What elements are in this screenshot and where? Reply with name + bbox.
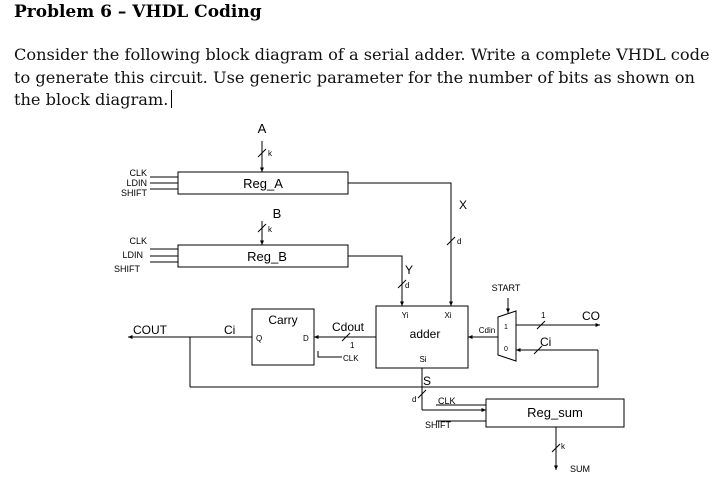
reg-sum-label: Reg_sum xyxy=(527,405,583,420)
carry-d-label: D xyxy=(303,334,309,343)
s-label: S xyxy=(423,374,431,388)
reg-b-ldin-label: LDIN xyxy=(122,250,143,260)
input-a-label: A xyxy=(258,121,267,136)
problem-statement: Consider the following block diagram of … xyxy=(14,44,724,112)
reg-a-ldin-label: LDIN xyxy=(126,178,147,188)
a-width-label: k xyxy=(268,149,273,158)
reg-sum-box xyxy=(485,398,625,428)
reg-a-clk-label: CLK xyxy=(129,168,147,178)
co-width-label: 1 xyxy=(541,311,546,320)
carry-clk-label: CLK xyxy=(343,354,359,363)
b-width-label: k xyxy=(268,225,273,234)
ci-left-label: Ci xyxy=(224,323,235,337)
co-label: CO xyxy=(582,309,600,323)
y-width-label: d xyxy=(405,281,409,290)
reg-sum-clk-label: CLK xyxy=(438,396,456,406)
y-bus-wire xyxy=(348,255,404,306)
s-width-label: d xyxy=(412,395,416,404)
adder-si-label: Si xyxy=(419,355,426,364)
problem-statement-text: Consider the following block diagram of … xyxy=(14,45,710,109)
x-width-label: d xyxy=(457,237,461,246)
y-label: Y xyxy=(405,263,413,277)
start-label: START xyxy=(492,283,521,293)
adder-xi-label: Xi xyxy=(444,311,451,320)
adder-yi-label: Yi xyxy=(402,311,409,320)
reg-b-shift-label: SHIFT xyxy=(114,264,141,274)
cout-label: COUT xyxy=(133,323,168,337)
problem-title: Problem 6 – VHDL Coding xyxy=(14,2,262,22)
mux-box xyxy=(497,310,517,362)
reg-a-label: Reg_A xyxy=(243,176,283,191)
input-b-label: B xyxy=(273,206,282,221)
reg-b-clk-label: CLK xyxy=(129,236,147,246)
sum-width-label: k xyxy=(561,442,566,451)
carry-q-label: Q xyxy=(256,334,262,343)
x-bus-wire xyxy=(348,182,453,306)
cdin-label: Cdin xyxy=(479,326,495,335)
ci-mux-label: Ci xyxy=(540,335,551,349)
cdout-width-label: 1 xyxy=(350,341,355,350)
mux-1-label: 1 xyxy=(504,324,508,331)
sum-label: SUM xyxy=(570,464,590,474)
carry-label: Carry xyxy=(268,313,297,327)
text-cursor xyxy=(171,90,173,108)
adder-label: adder xyxy=(410,327,441,341)
reg-b-label: Reg_B xyxy=(247,249,287,264)
reg-a-shift-label: SHIFT xyxy=(121,188,148,198)
mux-0-label: 0 xyxy=(504,346,508,353)
x-label: X xyxy=(459,198,467,212)
cdout-label: Cdout xyxy=(332,320,365,334)
reg-sum-shift-label: SHIFT xyxy=(425,420,452,430)
